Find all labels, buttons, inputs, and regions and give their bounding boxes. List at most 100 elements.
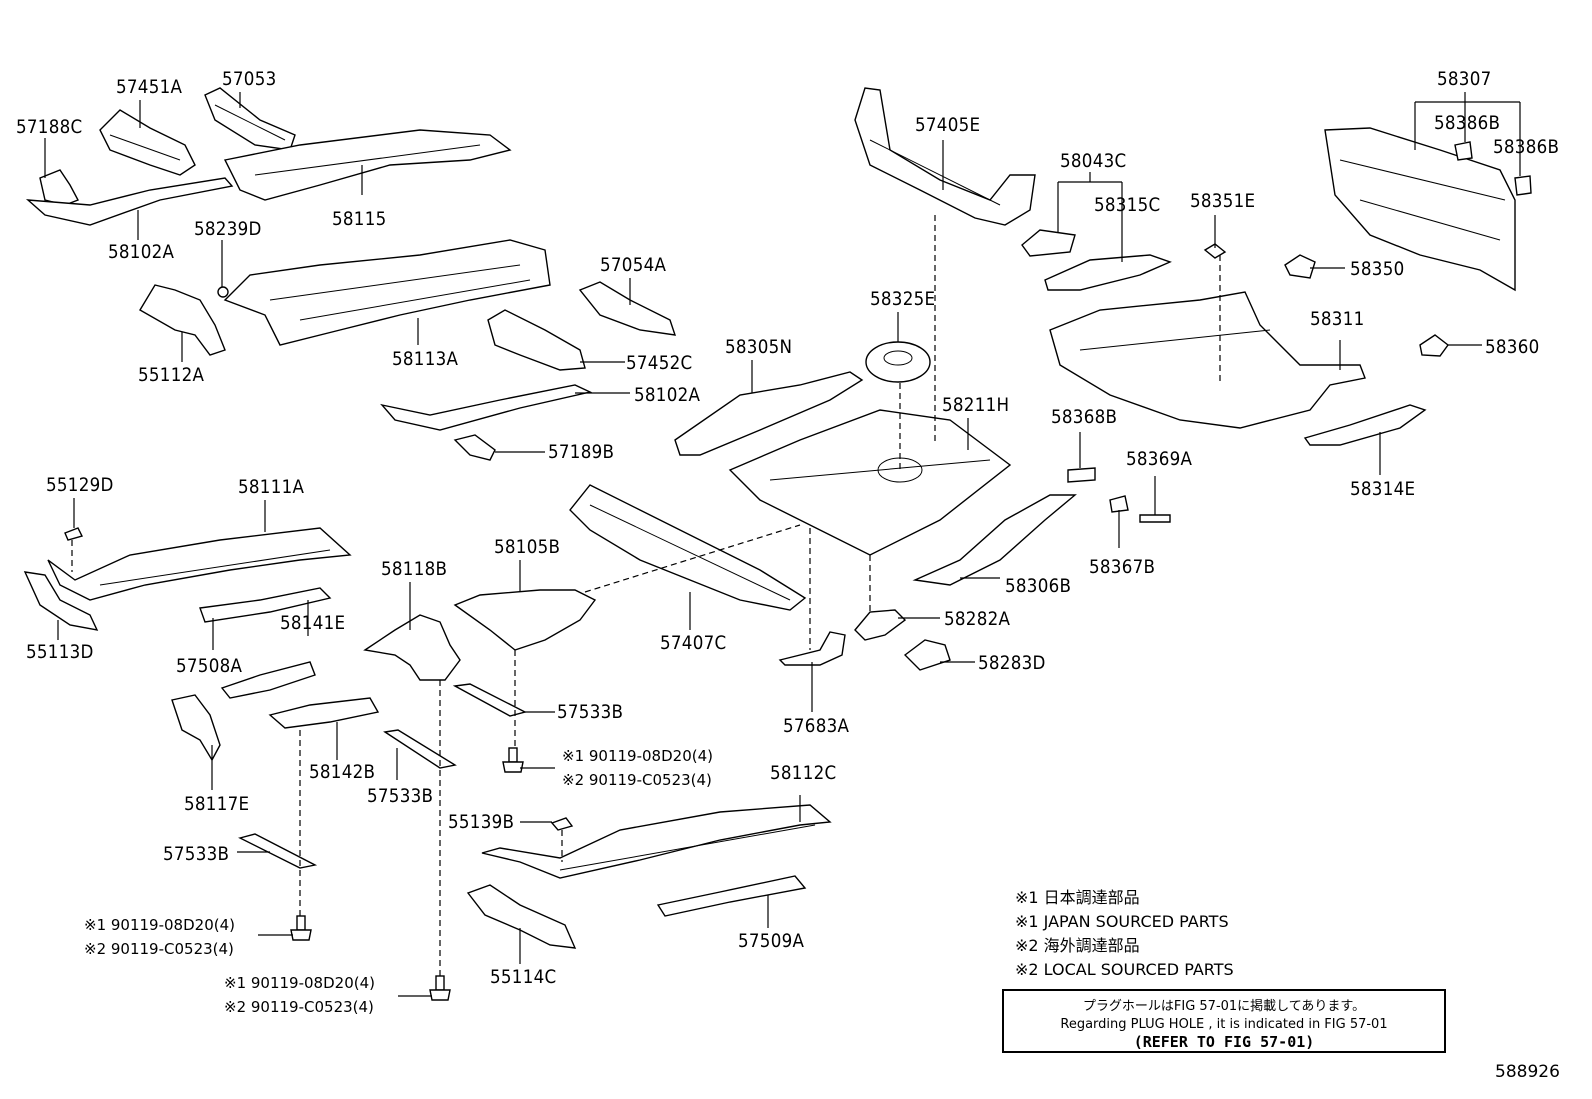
leader-lines (44, 92, 1521, 997)
part-58141E-shape (220, 661, 316, 699)
label-55139B: 55139B (448, 811, 515, 833)
legend-line-4: ※2 LOCAL SOURCED PARTS (1015, 960, 1234, 979)
part-55112A-shape (139, 284, 226, 356)
part-58115-shape (223, 129, 512, 201)
note-line-2: Regarding PLUG HOLE , it is indicated in… (1060, 1017, 1388, 1032)
part-58118B-shape (363, 614, 461, 681)
label-57683A: 57683A (783, 715, 850, 737)
part-58043C-shape (1021, 229, 1076, 257)
bolt-shape-3 (429, 975, 451, 1001)
part-58283D-shape (903, 639, 951, 671)
label-58314E: 58314E (1350, 478, 1416, 500)
label-57452C: 57452C (626, 352, 693, 374)
label-57053: 57053 (222, 68, 277, 90)
part-57508A-shape (199, 587, 332, 623)
label-58305N: 58305N (725, 336, 793, 358)
alignment-lines (71, 215, 1221, 976)
label-57407C: 57407C (660, 632, 727, 654)
part-57407C-shape (569, 484, 807, 611)
label-58311: 58311 (1310, 308, 1365, 330)
label-57405E: 57405E (915, 114, 981, 136)
part-58211H-shape (728, 409, 1012, 556)
part-57188C-shape (39, 169, 79, 206)
part-58367B-shape (1109, 495, 1129, 513)
label-58283D: 58283D (978, 652, 1046, 674)
label-58369A: 58369A (1126, 448, 1193, 470)
label-58306B: 58306B (1005, 575, 1072, 597)
part-57683A-shape (778, 631, 846, 666)
part-57405E-shape (854, 87, 1036, 226)
part-58307-shape (1324, 127, 1516, 292)
label-58350: 58350 (1350, 258, 1405, 280)
label-57189B: 57189B (548, 441, 615, 463)
part-58386B-shape-1 (1454, 141, 1473, 161)
label-58142B: 58142B (309, 761, 376, 783)
label-57533B: 57533B (367, 785, 434, 807)
note-line-3: (REFER TO FIG 57-01) (1133, 1033, 1315, 1051)
label-57509A: 57509A (738, 930, 805, 952)
label-58111A: 58111A (238, 476, 305, 498)
legend-line-2: ※1 JAPAN SOURCED PARTS (1015, 912, 1229, 931)
part-57451A-shape (99, 109, 196, 176)
label-58282A: 58282A (944, 608, 1011, 630)
fastener-c1: ※1 90119-08D20(4) (224, 974, 375, 992)
fastener-a1: ※1 90119-08D20(4) (562, 747, 713, 765)
label-58102A: 58102A (108, 241, 175, 263)
part-57452C-shape (487, 309, 586, 371)
label-58368B: 58368B (1051, 406, 1118, 428)
part-58239D-shape (217, 286, 229, 298)
part-57054A-shape (578, 281, 677, 336)
fastener-b2: ※2 90119-C0523(4) (84, 940, 234, 958)
label-58118B: 58118B (381, 558, 448, 580)
label-57451A: 57451A (116, 76, 183, 98)
part-58117E-shape (171, 694, 221, 762)
part-58351E-shape (1203, 243, 1227, 259)
label-58315C: 58315C (1094, 194, 1161, 216)
part-55114C-shape (466, 884, 577, 949)
label-57508A: 57508A (176, 655, 243, 677)
fastener-b1: ※1 90119-08D20(4) (84, 916, 235, 934)
part-58369A-shape (1139, 514, 1171, 523)
part-58282A-shape (854, 609, 907, 641)
part-58305N-shape (674, 371, 864, 456)
plug-hole-note: プラグホールはFIG 57-01に掲載してあります。 Regarding PLU… (1002, 989, 1446, 1053)
label-58360: 58360 (1485, 336, 1540, 358)
figure-number: 588926 (1495, 1062, 1560, 1082)
part-55139B-shape (550, 817, 574, 831)
part-58113A-shape (223, 239, 551, 346)
label-58386B: 58386B (1493, 136, 1560, 158)
label-58102A: 58102A (634, 384, 701, 406)
label-57533B: 57533B (163, 843, 230, 865)
label-55114C: 55114C (490, 966, 557, 988)
note-line-1: プラグホールはFIG 57-01に掲載してあります。 (1082, 999, 1366, 1014)
part-58368B-shape (1067, 467, 1096, 483)
part-58102A-shape-1 (25, 177, 234, 226)
part-58142B-shape (268, 697, 380, 729)
label-57188C: 57188C (16, 116, 83, 138)
part-58360-shape (1419, 334, 1449, 357)
label-57054A: 57054A (600, 254, 667, 276)
label-58386B: 58386B (1434, 112, 1501, 134)
label-57533B: 57533B (557, 701, 624, 723)
part-58325E-shape (865, 341, 931, 383)
part-58350-shape (1284, 254, 1316, 279)
fastener-c2: ※2 90119-C0523(4) (224, 998, 374, 1016)
bolt-shape-2 (290, 915, 312, 941)
part-58112C-shape (481, 804, 832, 879)
label-58211H: 58211H (942, 394, 1010, 416)
label-55113D: 55113D (26, 641, 94, 663)
label-58117E: 58117E (184, 793, 250, 815)
sourcing-legend: ※1 日本調達部品 ※1 JAPAN SOURCED PARTS ※2 海外調達… (1015, 886, 1234, 982)
part-57533B-shape-3 (238, 833, 318, 869)
part-58315C-shape (1044, 254, 1172, 291)
part-58105B-shape (453, 589, 597, 651)
label-55129D: 55129D (46, 474, 114, 496)
bolt-shape-1 (502, 747, 524, 773)
label-58112C: 58112C (770, 762, 837, 784)
part-55113D-shape (23, 571, 99, 631)
part-57509A-shape (656, 875, 807, 917)
label-58325E: 58325E (870, 288, 936, 310)
fastener-a2: ※2 90119-C0523(4) (562, 771, 712, 789)
label-58367B: 58367B (1089, 556, 1156, 578)
